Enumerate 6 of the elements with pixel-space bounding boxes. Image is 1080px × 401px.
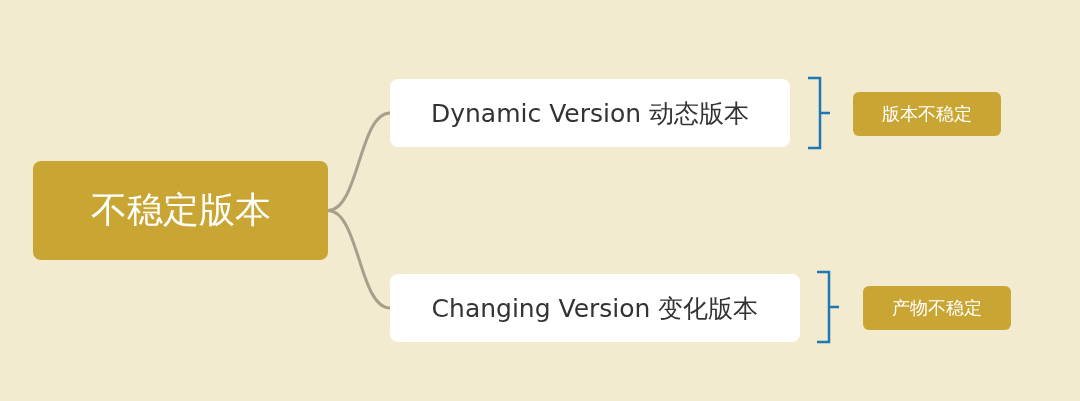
root-topic-box: 不稳定版本 [33, 161, 328, 260]
summary-box: 版本不稳定 [853, 92, 1001, 136]
summary-box: 产物不稳定 [863, 286, 1011, 330]
connector-line [327, 209, 391, 310]
topic-box: Changing Version 变化版本 [390, 274, 800, 342]
topic-box: Dynamic Version 动态版本 [390, 79, 790, 147]
